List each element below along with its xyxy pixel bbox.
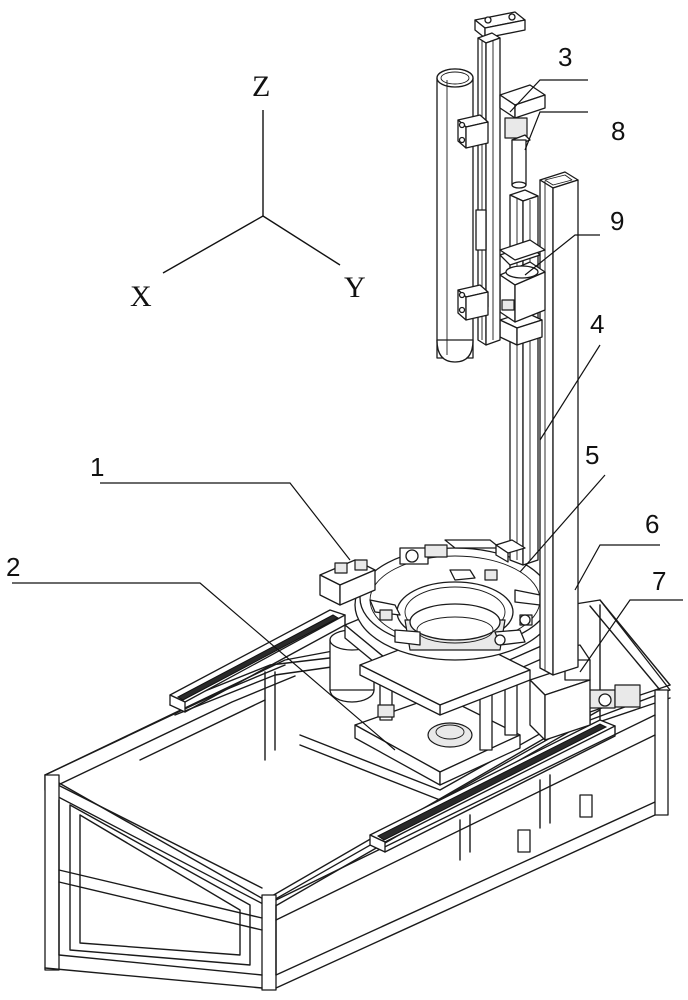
- callout-labels: 1 2 3 4 5 6 7 8 9: [6, 42, 666, 596]
- leader-2: [12, 582, 396, 751]
- callout-1: 1: [90, 452, 104, 482]
- callout-7: 7: [652, 566, 666, 596]
- x-axis-label: X: [130, 280, 152, 313]
- clamp-brackets: [457, 84, 546, 321]
- z-axis-label: Z: [252, 70, 270, 103]
- control-box: [529, 644, 591, 741]
- y-axis-label: Y: [344, 271, 366, 304]
- rotary-ring: [319, 539, 556, 661]
- callout-9: 9: [610, 206, 624, 236]
- leader-5: [519, 474, 606, 573]
- leader-lines: [12, 79, 683, 751]
- y-axis-line: [262, 215, 341, 266]
- coordinate-axes: Z X Y: [130, 70, 366, 313]
- leader-8: [524, 111, 588, 151]
- leader-4: [539, 344, 601, 441]
- callout-5: 5: [585, 440, 599, 470]
- callout-8: 8: [611, 116, 625, 146]
- callout-6: 6: [645, 509, 659, 539]
- leader-6: [574, 544, 660, 591]
- y-linear-rail: [369, 684, 641, 853]
- x-axis-line: [162, 215, 264, 274]
- callout-3: 3: [558, 42, 572, 72]
- leader-7: [579, 599, 683, 673]
- leader-1: [100, 482, 351, 561]
- callout-2: 2: [6, 552, 20, 582]
- leader-3: [509, 79, 588, 113]
- callout-4: 4: [590, 309, 604, 339]
- leader-9: [524, 234, 600, 276]
